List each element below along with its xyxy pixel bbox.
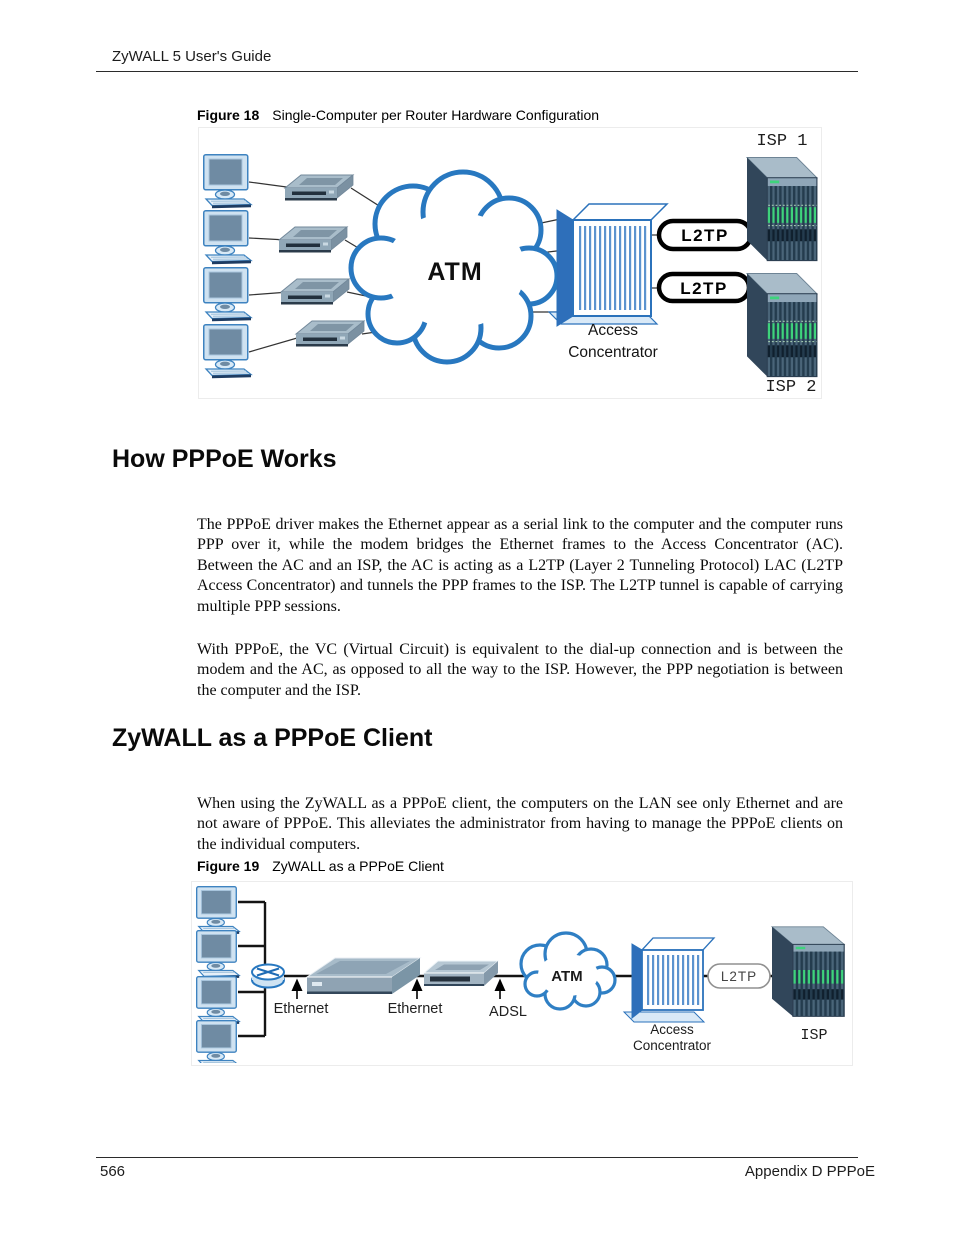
ethernet-label-2: Ethernet	[388, 1001, 443, 1017]
l2tp-top-label: L2TP	[681, 226, 729, 245]
modem-icon	[295, 320, 365, 347]
atm-cloud-icon: ATM	[519, 931, 617, 1011]
access-concentrator-label-line2: Concentrator	[633, 1038, 712, 1053]
atm-label: ATM	[551, 968, 582, 985]
page-header-title: ZyWALL 5 User's Guide	[112, 48, 272, 65]
computer-icon	[196, 975, 240, 1026]
access-concentrator-icon	[547, 203, 669, 327]
access-concentrator-icon	[622, 937, 716, 1023]
atm-cloud-icon: ATM	[348, 169, 560, 365]
footer-rule	[96, 1157, 858, 1158]
paragraph: The PPPoE driver makes the Ethernet appe…	[197, 516, 843, 615]
figure-18-diagram: ATM Access Concentrator L2TP L2TP	[198, 127, 822, 399]
computer-icon	[203, 154, 252, 209]
modem-icon	[278, 226, 348, 253]
computer-icon	[196, 885, 240, 936]
access-concentrator-label-line1: Access	[650, 1022, 694, 1037]
paragraph: With PPPoE, the VC (Virtual Circuit) is …	[197, 641, 843, 699]
l2tp-badge-top: L2TP	[656, 218, 754, 252]
footer-page-number: 566	[100, 1163, 126, 1180]
figure-18-label: Figure 18	[197, 107, 260, 123]
l2tp-badge-bottom: L2TP	[656, 271, 752, 304]
figure-19-diagram: Ethernet Ethernet ADSL	[191, 881, 853, 1070]
atm-label: ATM	[427, 258, 482, 286]
computer-icon	[196, 1019, 240, 1070]
modem-icon	[284, 174, 354, 201]
adsl-label: ADSL	[489, 1004, 527, 1020]
isp2-label: ISP 2	[765, 378, 816, 396]
computer-icon	[203, 267, 252, 322]
isp1-server-icon	[746, 156, 818, 262]
figure-19-svg: Ethernet Ethernet ADSL	[196, 885, 845, 1070]
l2tp-badge: L2TP	[707, 963, 771, 989]
l2tp-label: L2TP	[721, 969, 757, 984]
computer-icon	[203, 324, 252, 379]
link-arrows	[291, 978, 506, 999]
figure-19-caption-text: ZyWALL as a PPPoE Client	[272, 858, 444, 874]
figure-19-caption: Figure 19 ZyWALL as a PPPoE Client	[197, 858, 444, 874]
isp2-server-icon	[746, 272, 818, 378]
paragraph: When using the ZyWALL as a PPPoE client,…	[197, 795, 843, 853]
hub-icon	[251, 963, 285, 989]
zywall-device-icon	[305, 957, 422, 994]
section-heading-how-pppoe-works: How PPPoE Works	[112, 445, 337, 473]
isp1-label: ISP 1	[756, 132, 807, 151]
l2tp-bottom-label: L2TP	[680, 279, 728, 298]
section-heading-zywall-pppoe-client: ZyWALL as a PPPoE Client	[112, 724, 433, 752]
computer-icon	[203, 210, 252, 265]
access-concentrator-label-line2: Concentrator	[568, 344, 658, 361]
figure-18-caption: Figure 18 Single-Computer per Router Hard…	[197, 107, 599, 123]
figure-18-caption-text: Single-Computer per Router Hardware Conf…	[272, 107, 600, 123]
adsl-modem-icon	[422, 960, 500, 986]
isp-server-icon	[771, 926, 845, 1017]
access-concentrator-label-line1: Access	[588, 322, 638, 339]
figure-19-label: Figure 19	[197, 858, 260, 874]
isp-label: ISP	[800, 1027, 827, 1044]
modem-icon	[280, 278, 350, 305]
figure-18-svg: ATM Access Concentrator L2TP L2TP	[203, 132, 818, 397]
ethernet-label-1: Ethernet	[274, 1001, 329, 1017]
computer-icon	[196, 929, 240, 980]
header-rule	[96, 71, 858, 72]
footer-chapter: Appendix D PPPoE	[744, 1163, 875, 1180]
